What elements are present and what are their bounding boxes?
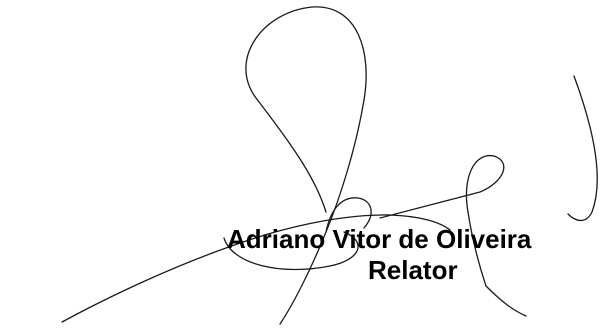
signature-right-tail: [567, 75, 598, 222]
signer-name: Adriano Vitor de Oliveira: [227, 224, 532, 254]
signature-inner-curl: [325, 197, 372, 233]
signature-tall-loop: [245, 6, 367, 325]
signer-role: Relator: [368, 255, 458, 285]
signature-lower-oval: [223, 231, 359, 271]
signature-right-loop: [379, 155, 505, 287]
signature-lower-flourish: [485, 285, 527, 317]
signature-sweep: [61, 214, 451, 323]
